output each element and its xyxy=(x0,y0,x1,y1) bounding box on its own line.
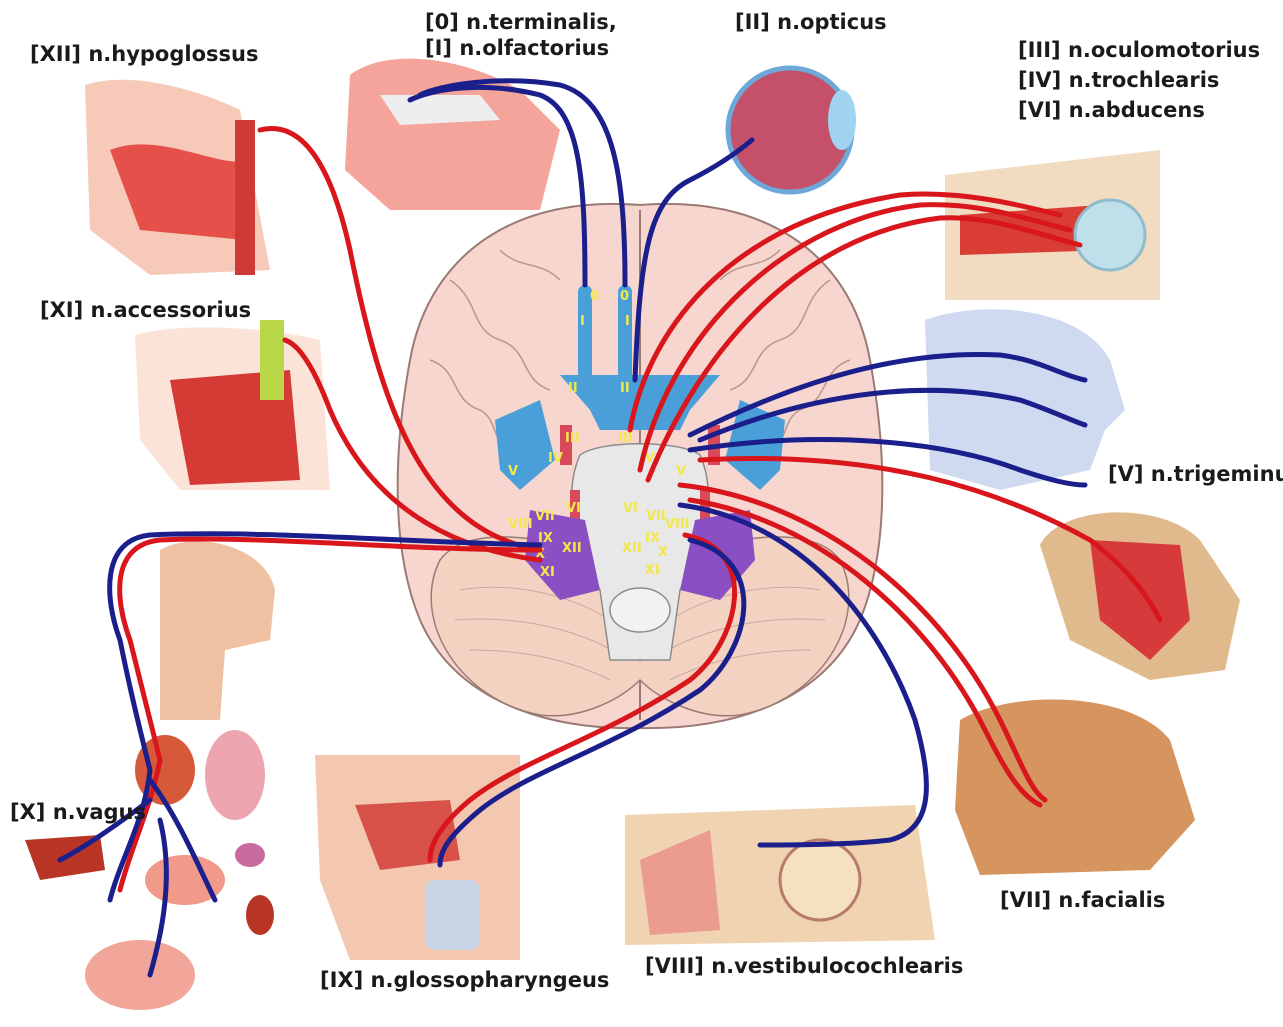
marker-I: I xyxy=(580,314,585,329)
marker-IX-r: IX xyxy=(645,531,660,546)
marker-I-r: I xyxy=(625,314,630,329)
marker-II: II xyxy=(568,381,578,396)
marker-VIII-r: VIII xyxy=(665,517,690,532)
label-abducens: [VI] n.abducens xyxy=(1018,96,1205,124)
neck-muscles-illustration xyxy=(135,320,330,490)
marker-XII: XII xyxy=(562,541,582,556)
label-accessorius: [XI] n.accessorius xyxy=(40,296,251,324)
marker-XI-r: XI xyxy=(645,563,660,578)
marker-VI: VI xyxy=(566,501,581,516)
marker-V-r: V xyxy=(676,464,686,479)
marker-VII: VII xyxy=(535,509,555,524)
marker-0: 0 xyxy=(590,289,599,304)
label-vagus: [X] n.vagus xyxy=(10,798,146,826)
eye-illustration xyxy=(728,68,856,192)
label-trochlearis: [IV] n.trochlearis xyxy=(1018,66,1219,94)
skull-illustration xyxy=(1040,512,1240,680)
marker-III-r: III xyxy=(618,431,633,446)
marker-XI: XI xyxy=(540,565,555,580)
label-glossopharyngeus: [IX] n.glossopharyngeus xyxy=(320,966,609,994)
marker-IV: IV xyxy=(548,451,563,466)
marker-VI-r: VI xyxy=(623,501,638,516)
marker-VIII: VIII xyxy=(508,517,533,532)
marker-X-r: X xyxy=(658,545,668,560)
label-hypoglossus: [XII] n.hypoglossus xyxy=(30,40,258,68)
label-vestibulocochlearis: [VIII] n.vestibulocochlearis xyxy=(645,952,963,980)
marker-V: V xyxy=(508,464,518,479)
label-opticus: [II] n.opticus xyxy=(735,8,887,36)
marker-II-r: II xyxy=(620,381,630,396)
marker-XII-r: XII xyxy=(622,541,642,556)
marker-VII-r: VII xyxy=(646,509,666,524)
inner-ear-illustration xyxy=(625,805,935,945)
face-muscles-illustration xyxy=(955,700,1195,875)
label-terminalis: [0] n.terminalis, xyxy=(425,8,617,36)
label-facialis: [VII] n.facialis xyxy=(1000,886,1165,914)
marker-0-r: 0 xyxy=(620,289,629,304)
label-olfactorius: [I] n.olfactorius xyxy=(425,34,609,62)
man-head-illustration xyxy=(160,541,275,720)
label-trigeminus: [V] n.trigeminus xyxy=(1108,460,1283,488)
tongue-illustration xyxy=(85,80,270,275)
label-oculomotorius: [III] n.oculomotorius xyxy=(1018,36,1260,64)
marker-III: III xyxy=(565,431,580,446)
